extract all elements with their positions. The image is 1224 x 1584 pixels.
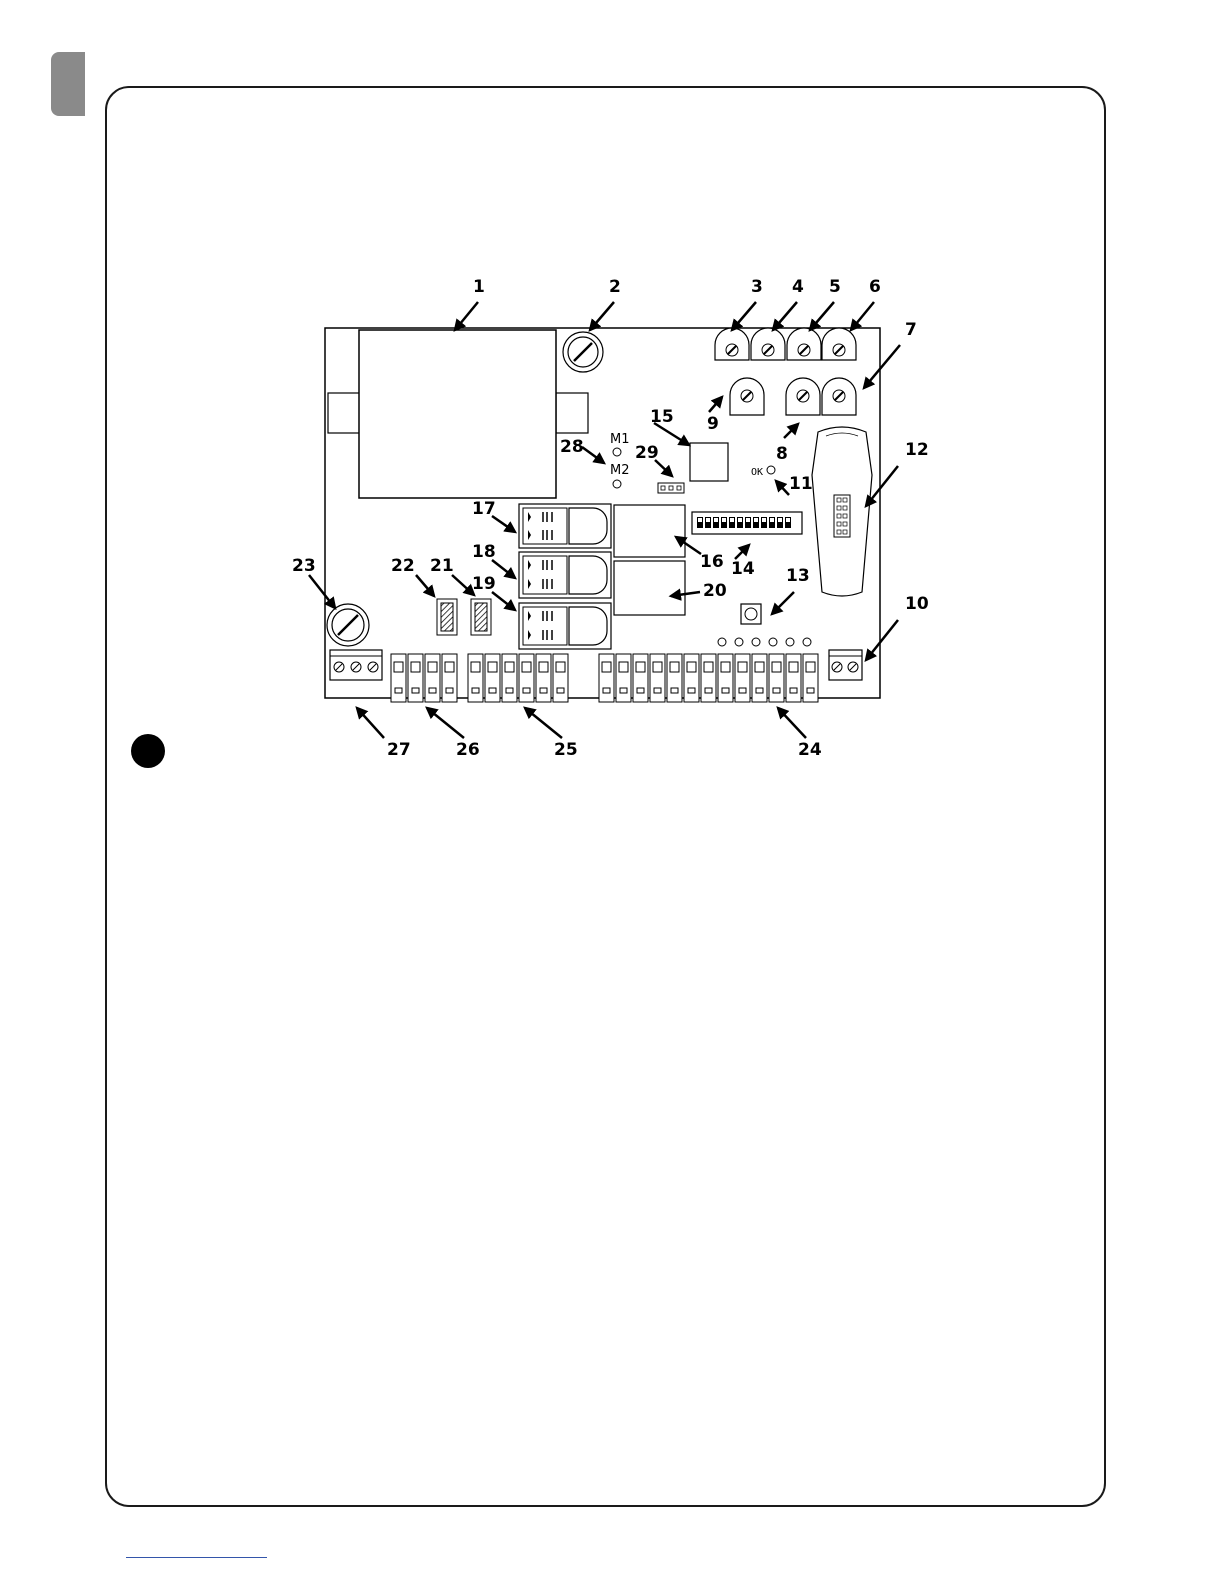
callout-1: 1: [473, 277, 485, 297]
callout-23: 23: [292, 556, 316, 576]
callout-4: 4: [792, 277, 804, 297]
callout-17: 17: [472, 499, 496, 519]
callout-28: 28: [560, 437, 584, 457]
callout-22: 22: [391, 556, 415, 576]
callout-5: 5: [829, 277, 841, 297]
callout-11: 11: [789, 474, 813, 494]
led-m2: [613, 480, 621, 488]
callout-16: 16: [700, 552, 724, 572]
figure-marker-dot: [131, 734, 165, 768]
callout-14: 14: [731, 559, 755, 579]
transformer: [328, 330, 588, 498]
fuse-top: [563, 332, 603, 372]
callout-3: 3: [751, 277, 763, 297]
callout-2: 2: [609, 277, 621, 297]
radio-receiver-module: [812, 427, 872, 596]
relay-17: [519, 504, 611, 548]
antenna-terminal-block: [829, 650, 862, 680]
relay-18: [519, 552, 611, 598]
callout-29: 29: [635, 443, 659, 463]
callout-12: 12: [905, 440, 929, 460]
trimmer-5: [787, 328, 821, 360]
led-label-m1: M1: [610, 432, 630, 447]
callout-20: 20: [703, 581, 727, 601]
fuse-left: [327, 604, 369, 646]
trimmer-9: [730, 378, 764, 415]
fuse-22: [437, 599, 457, 635]
callout-9: 9: [707, 414, 719, 434]
footer-rule: [126, 1557, 267, 1558]
callout-13: 13: [786, 566, 810, 586]
programming-push-button: [741, 604, 761, 624]
trimmer-3: [715, 328, 749, 360]
relay-20: [614, 561, 685, 615]
callout-7: 7: [905, 320, 917, 340]
callout-6: 6: [869, 277, 881, 297]
led-ok: [767, 466, 775, 474]
trimmer-6: [822, 328, 856, 360]
microcontroller-chip: [690, 443, 728, 481]
fuse-21: [471, 599, 491, 635]
trimmer-4: [751, 328, 785, 360]
led-label-ok: OK: [751, 467, 763, 478]
callout-10: 10: [905, 594, 929, 614]
callout-18: 18: [472, 542, 496, 562]
trimmer-8: [786, 378, 820, 415]
callout-8: 8: [776, 444, 788, 464]
led-m1: [613, 448, 621, 456]
callout-21: 21: [430, 556, 454, 576]
relay-19: [519, 603, 611, 649]
callout-19: 19: [472, 574, 496, 594]
relay-16: [614, 505, 685, 557]
led-label-m2: M2: [610, 463, 630, 478]
dip-switch-bank: [692, 512, 802, 534]
callout-26: 26: [456, 740, 480, 760]
jumper-connector: [658, 483, 684, 493]
power-terminal-block: [330, 650, 382, 680]
callout-27: 27: [387, 740, 411, 760]
callout-24: 24: [798, 740, 822, 760]
callout-15: 15: [650, 407, 674, 427]
trimmer-7: [822, 378, 856, 415]
callout-25: 25: [554, 740, 578, 760]
